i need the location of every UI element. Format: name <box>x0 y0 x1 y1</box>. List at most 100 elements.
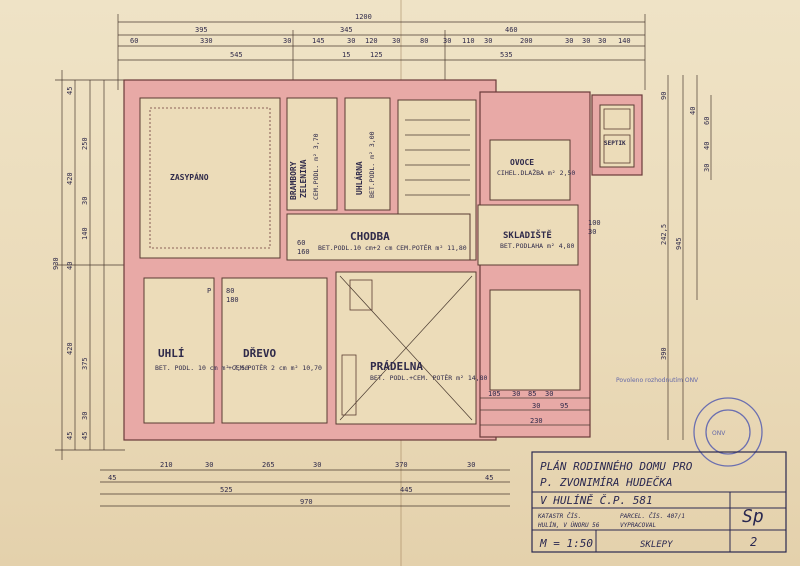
label-pradelna-sub: BET. PODL.+CEM. POTĚR m² 14,80 <box>370 373 487 382</box>
dim-bot-30f: 30 <box>532 402 540 410</box>
dim-right-60: 60 <box>703 117 711 125</box>
door-160: 160 <box>297 248 310 256</box>
dim-top-80: 80 <box>420 37 428 45</box>
dim-right-40a: 40 <box>689 107 697 115</box>
label-uhli: UHLÍ <box>158 347 185 360</box>
dim-left-140: 140 <box>81 227 89 240</box>
title-scale: M = 1:50 <box>539 537 593 550</box>
door-p: P <box>207 287 211 295</box>
room-labels: ZASYPÁNO BRAMBORY ZELENINA CEM.PODL. m² … <box>155 131 626 382</box>
label-skladiste: SKLADIŠTĚ <box>503 229 552 241</box>
label-brambory-sub: CEM.PODL. m² 3,70 <box>312 133 320 200</box>
label-uhlarna: UHLÁRNA <box>353 161 364 195</box>
stamp-text: Povoleno rozhodnutím ONV <box>616 377 699 384</box>
label-pradelna: PRÁDELNA <box>370 360 423 373</box>
title-hulin: HULÍN, V ÚNORU 56 <box>537 521 600 529</box>
dim-top-345: 345 <box>340 26 353 34</box>
label-uhlarna-sub: BET.PODL. m² 3,00 <box>368 131 376 198</box>
title-line3: V HULÍNĚ Č.P. 581 <box>540 494 653 507</box>
label-uhli-sub: BET. PODL. 10 cm m² 7,50 <box>155 364 249 372</box>
title-line1: PLÁN RODINNÉHO DOMU PRO <box>540 460 693 473</box>
title-sheet-name: SKLEPY <box>640 540 673 550</box>
right-dimensions: 945 90 242,5 390 40 60 40 30 <box>660 75 712 440</box>
dim-bot-30e: 30 <box>545 390 553 398</box>
label-septik: SEPTIK <box>604 140 626 147</box>
dim-left-total: 930 <box>52 257 60 270</box>
top-dimensions: 1200 395 345 460 60 330 30 145 30 120 30… <box>117 13 646 90</box>
dim-left-375: 375 <box>81 357 89 370</box>
dim-top-545: 545 <box>230 51 243 59</box>
dim-top-30f: 30 <box>565 37 573 45</box>
dim-bot-30b: 30 <box>313 461 321 469</box>
dim-left-30a: 30 <box>81 197 89 205</box>
dim-bot-210: 210 <box>160 461 173 469</box>
stair-details <box>339 119 473 421</box>
dim-left-40: 40 <box>66 262 74 270</box>
dim-top-30g: 30 <box>582 37 590 45</box>
stamp-circle-text: ONV <box>712 430 726 437</box>
dim-top-total: 1200 <box>355 13 372 21</box>
label-drevo-sub: +CEM.POTĚR 2 cm m² 10,70 <box>228 363 322 372</box>
dim-top-395: 395 <box>195 26 208 34</box>
dim-top-60: 60 <box>130 37 138 45</box>
dim-left-250: 250 <box>81 137 89 150</box>
title-line2: P. ZVONIMÍRA HUDEČKA <box>540 476 672 489</box>
door-annotations: P 80 180 60 160 100 30 <box>207 219 601 304</box>
dim-top-30e: 30 <box>484 37 492 45</box>
dim-left-45a: 45 <box>66 87 74 95</box>
dim-top-30d: 30 <box>443 37 451 45</box>
dim-right-242: 242,5 <box>660 224 668 245</box>
dim-top-120: 120 <box>365 37 378 45</box>
dim-right-total: 945 <box>675 237 683 250</box>
dim-right-90: 90 <box>660 92 668 100</box>
label-ovoce: OVOCE <box>510 158 534 167</box>
title-katastr: KATASTR ČÍS. <box>537 512 581 520</box>
dim-top-140: 140 <box>618 37 631 45</box>
label-brambory: BRAMBORY <box>289 161 298 200</box>
label-zelenina: ZELENINA <box>299 159 308 198</box>
label-skladiste-sub: BET.PODLAHA m² 4,80 <box>500 242 574 250</box>
dim-bot-30c: 30 <box>467 461 475 469</box>
door-80: 80 <box>226 287 234 295</box>
dim-bot-230: 230 <box>530 417 543 425</box>
label-zasypano: ZASYPÁNO <box>170 171 209 182</box>
dim-bot-45b: 45 <box>485 474 493 482</box>
title-block: PLÁN RODINNÉHO DOMU PRO P. ZVONIMÍRA HUD… <box>531 451 787 553</box>
dim-top-30c: 30 <box>392 37 400 45</box>
title-parcel: PARCEL. ČÍS. 407/1 <box>620 512 685 520</box>
approval-stamp: ONV Povoleno rozhodnutím ONV <box>616 377 763 467</box>
dim-bot-105: 105 <box>488 390 501 398</box>
dim-bot-30a: 30 <box>205 461 213 469</box>
dim-top-110: 110 <box>462 37 475 45</box>
door-180: 180 <box>226 296 239 304</box>
door-60: 60 <box>297 239 305 247</box>
dim-bot-45a: 45 <box>108 474 116 482</box>
dim-top-125: 125 <box>370 51 383 59</box>
dim-top-30h: 30 <box>598 37 606 45</box>
dim-top-30b: 30 <box>347 37 355 45</box>
dim-right-40b: 40 <box>703 142 711 150</box>
dim-bot-95: 95 <box>560 402 568 410</box>
dim-right-30: 30 <box>703 164 711 172</box>
label-ovoce-sub: CIHEL.DLAŽBA m² 2,50 <box>497 168 575 177</box>
label-chodba-sub: BET.PODL.10 cm+2 cm CEM.POTĚR m² 11,80 <box>318 243 467 252</box>
title-number: 2 <box>750 535 757 549</box>
title-code: Sp <box>742 506 764 527</box>
dim-left-30b: 30 <box>81 412 89 420</box>
dim-top-145: 145 <box>312 37 325 45</box>
dim-top-30a: 30 <box>283 37 291 45</box>
title-vypracoval: VYPRACOVAL <box>620 522 657 529</box>
dim-bot-85: 85 <box>528 390 536 398</box>
dim-bot-total: 970 <box>300 498 313 506</box>
dim-bot-525: 525 <box>220 486 233 494</box>
dim-left-45b: 45 <box>66 432 74 440</box>
dim-right-390: 390 <box>660 347 668 360</box>
dim-bot-445: 445 <box>400 486 413 494</box>
dim-top-330: 330 <box>200 37 213 45</box>
dim-top-460: 460 <box>505 26 518 34</box>
rooms <box>139 97 635 425</box>
dim-bot-30d: 30 <box>512 390 520 398</box>
label-drevo: DŘEVO <box>243 347 276 360</box>
